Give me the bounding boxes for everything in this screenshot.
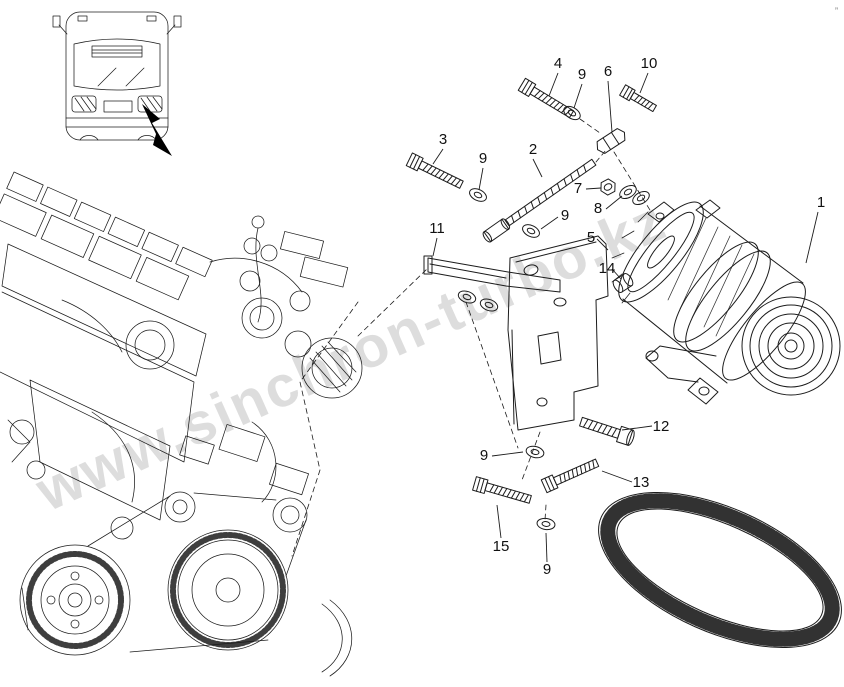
bus-destination-sign [91,45,143,58]
bus-wheel-right [137,135,157,141]
callout-14: 14 [599,260,616,277]
alternator-hatching [667,217,755,337]
bus-wheel-left [79,135,99,141]
cylinder-head [1,243,207,377]
mounting-bracket-11 [423,255,561,314]
bus-windshield [73,38,161,91]
fan-pulley [167,529,289,651]
v-belt [598,492,842,648]
callout-5: 5 [587,229,595,246]
screw-12 [579,416,635,446]
bus-license-plate [103,100,133,113]
callout-15: 15 [493,538,510,555]
watermark-text: www.sinchron-turbo.kz [26,187,676,524]
callout-9a: 9 [578,66,586,83]
crank-pulley [19,544,131,656]
wiper-right [125,67,145,87]
washer-9-lower [524,443,546,461]
engine-block [0,291,195,463]
plate-slot [537,331,562,365]
callout-13: 13 [633,474,650,491]
assembly-dash-lines [465,118,651,521]
engine-pulley-hatched [301,337,363,399]
bolt-4 [517,77,576,121]
callout-9d: 9 [480,447,488,464]
wiper-left [97,67,117,87]
callout-9c: 9 [561,207,569,224]
intake-manifold [0,171,213,301]
water-pump [125,320,175,370]
mounting-plate-5 [507,235,609,431]
callout-9b: 9 [479,150,487,167]
bolt-13 [540,455,601,494]
bolt-15 [472,476,533,507]
engine-line-art [0,171,429,677]
callout-1: 1 [817,194,825,211]
callout-6: 6 [604,63,612,80]
callout-8: 8 [594,200,602,217]
callout-7: 7 [574,180,582,197]
page-corner-mark: ” [835,6,838,16]
nut-7 [600,178,616,196]
location-arrow-icon [142,104,172,156]
alternator [611,199,841,405]
bus-body [65,11,169,141]
washer-9-bottom [535,516,557,532]
clamp-6 [596,128,626,154]
bus-headlight-left [71,95,97,113]
alternator-pulley [741,296,841,396]
bolt-10 [619,84,659,115]
leader-lines [432,72,819,563]
callout-9e: 9 [543,561,551,578]
callout-12: 12 [653,418,670,435]
callout-4: 4 [554,55,562,72]
bus-mirror-left [52,15,68,35]
callout-11: 11 [429,220,445,237]
stud-2 [482,158,597,243]
callout-3: 3 [439,131,447,148]
bolt-3 [405,152,466,192]
washer-9-left [466,185,490,205]
bus-mirror-right [166,15,182,35]
bus-headlight-right [137,95,163,113]
callout-10: 10 [641,55,658,72]
alternator-bottom-lug [687,377,719,405]
callouts: 4 9 6 10 3 9 2 7 8 9 5 14 11 1 12 13 9 1… [429,55,825,578]
alternator-top-lug [647,201,675,223]
bus-inset [52,11,182,156]
callout-2: 2 [529,141,537,158]
